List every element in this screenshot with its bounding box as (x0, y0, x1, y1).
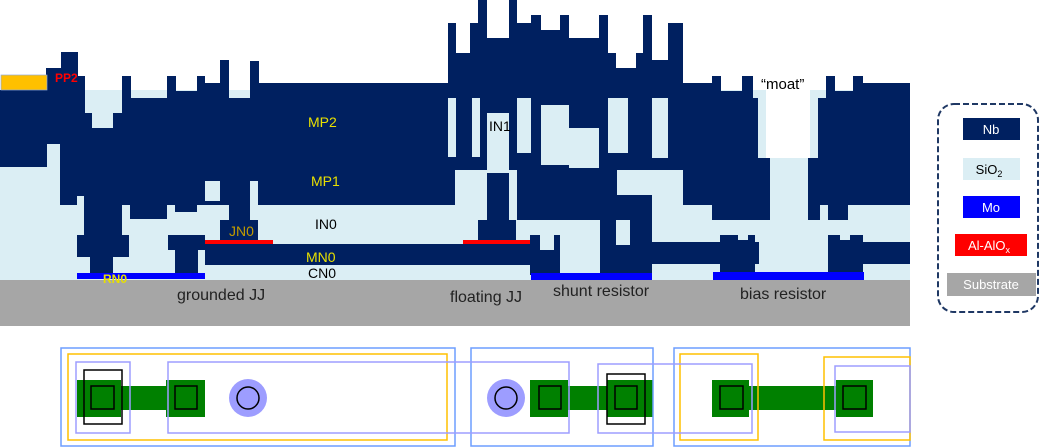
label-jn0: JN0 (229, 223, 254, 239)
svg-text:Al-AlOx: Al-AlOx (968, 238, 1011, 255)
al-alox-barrier-floating (463, 240, 530, 244)
legend-item-substrate: Substrate (947, 273, 1036, 296)
sio2-top (758, 98, 766, 158)
al-alox-barrier-grounded (205, 240, 273, 244)
label-floating-jj: floating JJ (450, 289, 522, 306)
layout-outline-blue (470, 347, 654, 447)
contact-square (538, 385, 562, 410)
rn0-resistor (77, 273, 205, 279)
layout-outline-purple (75, 361, 131, 434)
legend-item-sio2: SiO2 (963, 158, 1020, 180)
label-moat: “moat” (761, 76, 804, 93)
layout-outline-purple (834, 365, 911, 433)
label-mn0: MN0 (306, 249, 336, 265)
sio2-intrusions (47, 98, 850, 280)
contact-square (614, 385, 638, 410)
jj-outline (83, 369, 123, 425)
label-in0: IN0 (315, 216, 337, 232)
svg-text:Mo: Mo (982, 200, 1000, 215)
svg-text:Substrate: Substrate (963, 277, 1019, 292)
layout-outline-purple (597, 363, 753, 434)
contact-square (174, 385, 198, 410)
label-shunt-resistor: shunt resistor (553, 283, 650, 300)
svg-text:Nb: Nb (983, 122, 1000, 137)
shunt-resistor (531, 273, 652, 280)
contact-square (719, 385, 744, 410)
layout-outline-yellow (67, 353, 448, 441)
label-mp1: MP1 (311, 173, 340, 189)
via-circle (229, 379, 525, 417)
substrate (0, 280, 910, 326)
legend-item-al-alox: Al-AlOx (955, 234, 1027, 256)
label-mp2: MP2 (308, 114, 337, 130)
label-in1: IN1 (489, 118, 511, 134)
moat-opening (766, 83, 810, 158)
label-rn0: RN0 (103, 272, 127, 286)
pp2-layer (0, 74, 48, 91)
sio2-top (810, 98, 818, 158)
legend-item-mo: Mo (963, 196, 1020, 218)
legend: Nb SiO2 Mo Al-AlOx Substrate (937, 103, 1039, 313)
label-pp2: PP2 (55, 71, 78, 85)
label-bias-resistor: bias resistor (740, 286, 827, 303)
legend-item-nb: Nb (963, 118, 1020, 140)
contact-square (842, 385, 867, 410)
svg-text:SiO2: SiO2 (976, 162, 1003, 179)
layout-view (60, 347, 911, 447)
bias-resistor (713, 272, 864, 280)
contact-square (90, 385, 115, 410)
jj-outline (606, 373, 646, 425)
layout-outline-purple (167, 361, 570, 434)
layout-outline-yellow (679, 353, 759, 441)
label-grounded-jj: grounded JJ (177, 287, 265, 304)
label-cn0: CN0 (308, 265, 336, 281)
layout-outline-blue (60, 347, 456, 447)
